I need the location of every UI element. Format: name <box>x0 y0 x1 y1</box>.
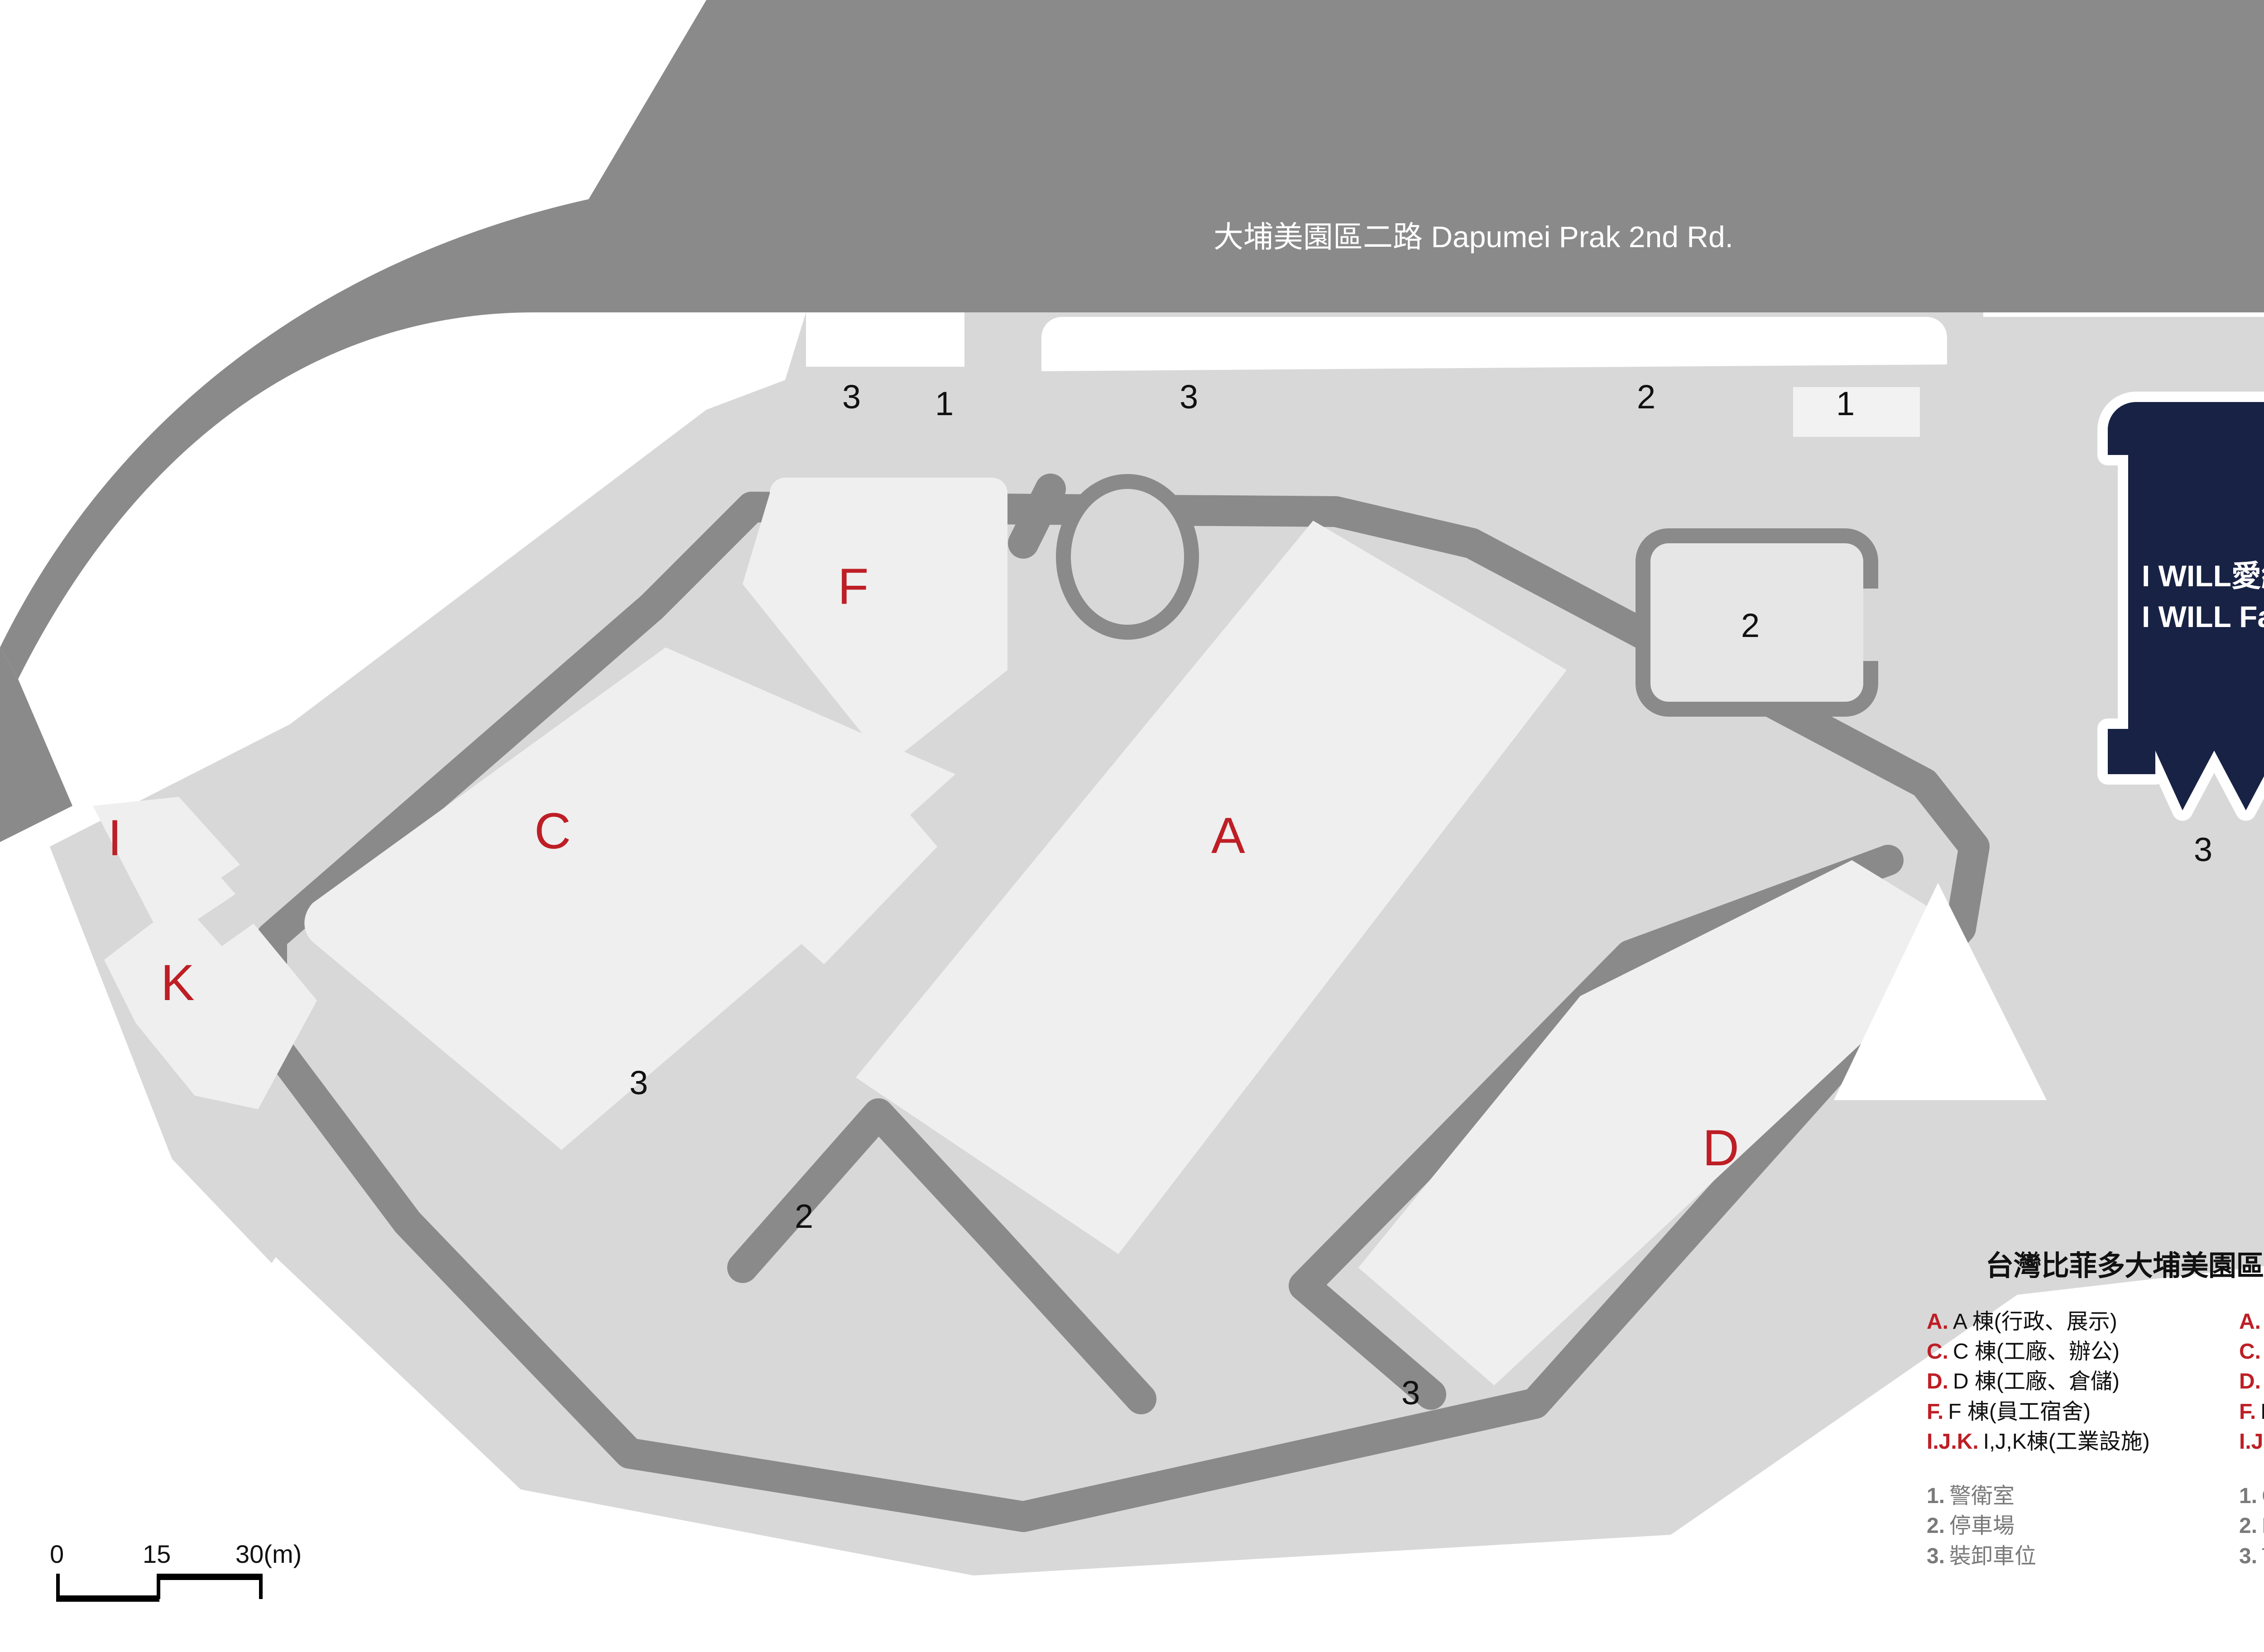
building-label-i: I <box>108 809 123 866</box>
building-label-f: F <box>838 558 869 615</box>
building-label-a: A <box>1211 807 1246 864</box>
legend-item-en-d: D. Building D (Factory, Warehousing) <box>2239 1367 2264 1397</box>
legend-key-2: 2. <box>1927 1514 1945 1538</box>
facility-number-right-3: 3 <box>2194 831 2213 868</box>
building-label-d: D <box>1703 1120 1740 1176</box>
legend-key-f: F. <box>1927 1399 1944 1424</box>
legend-text-2-en: Parking Lots <box>2262 1511 2264 1541</box>
legend-item-zh-ijk: I.J.K. I,J,K棟(工業設施) <box>1927 1427 2239 1457</box>
facility-number-top-2a: 2 <box>1637 378 1656 416</box>
legend-key-d-en: D. <box>2239 1369 2261 1394</box>
facility-number-left-2: 2 <box>795 1197 814 1235</box>
legend-key-3-en: 3. <box>2239 1544 2258 1568</box>
legend-text-1-zh: 警衛室 <box>1949 1484 2015 1508</box>
legend-key-f-en: F. <box>2239 1399 2256 1424</box>
legend-columns: A. A 棟(行政、展示) C. C 棟(工廠、辦公) D. D 棟(工廠、倉儲… <box>1927 1307 2264 1571</box>
scale-bar-graphic <box>50 1574 294 1613</box>
legend-item-zh-1: 1. 警衛室 <box>1927 1481 2239 1511</box>
legend-key-c: C. <box>1927 1340 1948 1364</box>
legend-text-3-zh: 裝卸車位 <box>1949 1544 2037 1568</box>
iwill-building-block <box>2097 392 2264 821</box>
scale-tick-0: 0 <box>50 1540 64 1568</box>
legend-item-en-ijk: I.J.K. Building I, J, K (Industrial Faci… <box>2239 1427 2264 1457</box>
legend-text-1-en: Guard Station <box>2262 1481 2264 1511</box>
legend-item-en-f: F. Building F (Staff Dorm) <box>2239 1397 2264 1427</box>
legend-swatch-park <box>1927 1249 1976 1277</box>
legend-text-a-zh: A 棟(行政、展示) <box>1953 1310 2117 1334</box>
legend-text-d-zh: D 棟(工廠、倉儲) <box>1953 1369 2120 1394</box>
road-detail-marks <box>1834 883 2047 1100</box>
scale-tick-30: 30(m) <box>235 1540 302 1568</box>
legend-spacer-en <box>2239 1457 2264 1481</box>
legend-key-1: 1. <box>1927 1484 1945 1508</box>
legend-item-en-2: 2. Parking Lots <box>2239 1511 2264 1541</box>
iwill-title-en: I WILL Factory & Office <box>2142 600 2264 633</box>
legend-text-c-zh: C 棟(工廠、辦公) <box>1953 1340 2120 1364</box>
legend-item-en-3: 3. Truck Unloading Area <box>2239 1542 2264 1571</box>
scale-bar-ticks: 0 15 30(m) <box>50 1539 302 1569</box>
facility-number-top-1a: 1 <box>935 385 954 422</box>
facility-number-bottom-3: 3 <box>1401 1374 1420 1412</box>
legend-item-zh-f: F. F 棟(員工宿舍) <box>1927 1397 2239 1427</box>
scale-tick-15: 15 <box>143 1540 171 1568</box>
scale-bar: 0 15 30(m) <box>50 1539 302 1613</box>
road-label-north: 大埔美園區二路 Dapumei Prak 2nd Rd. <box>1214 220 1734 254</box>
legend-item-zh-c: C. C 棟(工廠、辦公) <box>1927 1337 2239 1367</box>
facility-number-top-1b: 1 <box>1836 385 1855 422</box>
facility-number-top-3b: 3 <box>1180 378 1199 416</box>
legend-item-en-a: A. Building A (Administration, Exhibitio… <box>2239 1307 2264 1337</box>
building-label-k: K <box>161 954 195 1011</box>
legend-item-en-1: 1. Guard Station <box>2239 1481 2264 1511</box>
legend-text-3-en: Truck Unloading Area <box>2262 1542 2264 1571</box>
legend-item-zh-a: A. A 棟(行政、展示) <box>1927 1307 2239 1337</box>
legend-column-zh: A. A 棟(行政、展示) C. C 棟(工廠、辦公) D. D 棟(工廠、倉儲… <box>1927 1307 2239 1571</box>
legend-key-ijk-en: I.J.K. <box>2239 1429 2264 1454</box>
legend-key-c-en: C. <box>2239 1340 2261 1364</box>
facility-number-top-3a: 3 <box>842 378 861 416</box>
legend-text-f-zh: F 棟(員工宿舍) <box>1948 1399 2091 1424</box>
legend-item-zh-2: 2. 停車場 <box>1927 1511 2239 1541</box>
legend-key-2-en: 2. <box>2239 1514 2258 1538</box>
legend-key-a: A. <box>1927 1310 1948 1334</box>
legend-item-zh-d: D. D 棟(工廠、倉儲) <box>1927 1367 2239 1397</box>
legend-column-en: A. Building A (Administration, Exhibitio… <box>2239 1307 2264 1571</box>
legend-text-2-zh: 停車場 <box>1949 1514 2015 1538</box>
legend-header: 台灣比菲多大埔美園區 Taiwan Bifido Dapumei Park <box>1927 1243 2264 1283</box>
legend-title: 台灣比菲多大埔美園區 Taiwan Bifido Dapumei Park <box>1986 1250 2264 1282</box>
legend-key-ijk: I.J.K. <box>1927 1429 1979 1454</box>
iwill-title-zh: I WILL愛維兒廠辦工程 <box>2142 559 2264 593</box>
roundabout <box>1056 474 1199 640</box>
legend-key-3: 3. <box>1927 1544 1945 1568</box>
legend-spacer <box>1927 1457 2239 1481</box>
legend-text-f-en: Building F (Staff Dorm) <box>2260 1397 2264 1427</box>
buildings <box>93 478 1933 1385</box>
legend-key-a-en: A. <box>2239 1310 2261 1334</box>
legend-text-ijk-zh: I,J,K棟(工業設施) <box>1983 1429 2150 1454</box>
parking-box-2 <box>1636 528 1992 717</box>
legend: 台灣比菲多大埔美園區 Taiwan Bifido Dapumei Park A.… <box>1927 1243 2264 1571</box>
facility-number-mid-2: 2 <box>1741 607 1760 644</box>
legend-key-1-en: 1. <box>2239 1484 2258 1508</box>
legend-item-en-c: C. Building C (Factory, Office) <box>2239 1337 2264 1367</box>
building-label-c: C <box>534 803 571 859</box>
facility-number-left-3: 3 <box>629 1064 648 1101</box>
north-parking-strips <box>770 312 1947 437</box>
legend-item-zh-3: 3. 裝卸車位 <box>1927 1542 2239 1571</box>
legend-key-d: D. <box>1927 1369 1948 1394</box>
